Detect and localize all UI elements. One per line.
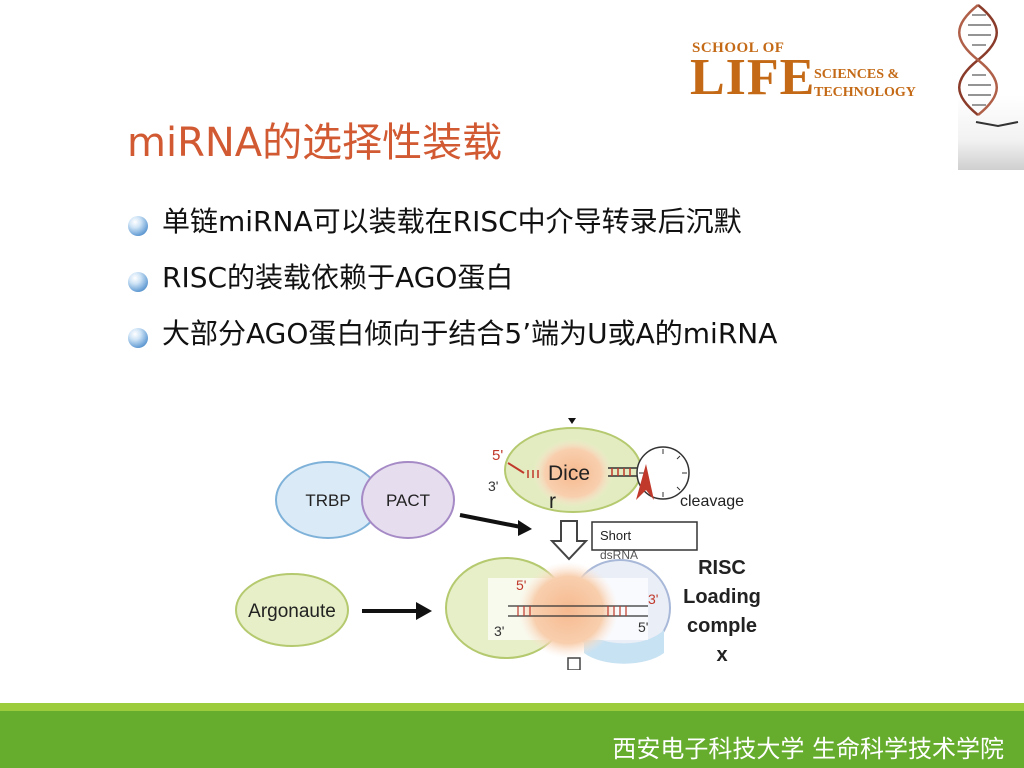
slide-title: miRNA的选择性装载 <box>127 120 503 166</box>
bullet-item-2: RISC的装载依赖于AGO蛋白 <box>128 258 908 298</box>
bullet-icon <box>128 328 148 348</box>
dicer-core <box>533 439 613 507</box>
risc-label-4: x <box>716 644 727 666</box>
scissors-icon <box>636 464 654 500</box>
risc-3prime-left: 3' <box>494 623 504 639</box>
arrow-tip-icon <box>568 418 576 424</box>
argonaute-protein <box>235 573 349 647</box>
rna-ladder-left <box>527 470 539 478</box>
dna-helix-icon <box>958 4 1024 170</box>
argonaute-label: Argonaute <box>248 601 336 622</box>
school-logo: SCHOOL OF LIFE SCIENCES & TECHNOLOGY <box>690 40 950 110</box>
trbp-label: TRBP <box>305 491 350 510</box>
short-label: Short <box>600 528 631 543</box>
bullet-text-1: 单链miRNA可以装载在RISC中介导转录后沉默 <box>162 205 742 238</box>
risc-blue-lobe <box>584 630 664 664</box>
dicer-3prime: 3' <box>488 478 498 494</box>
rna-ladder-right <box>608 467 638 477</box>
risc-label-1: RISC <box>698 557 746 579</box>
logo-technology-line: TECHNOLOGY <box>814 85 916 100</box>
bullet-item-1: 单链miRNA可以装载在RISC中介导转录后沉默 <box>128 202 908 242</box>
footer-accent <box>0 703 1024 711</box>
risc-5prime-left: 5' <box>516 577 526 593</box>
risc-label-2: Loading <box>683 586 761 608</box>
risc-5prime-right: 5' <box>638 619 648 635</box>
logo-school-text: SCHOOL OF <box>692 40 785 56</box>
clock-ticks <box>639 449 687 497</box>
rna-strand <box>507 462 525 474</box>
logo-sciences-text: SCIENCES & TECHNOLOGY <box>814 66 916 102</box>
bullet-item-3: 大部分AGO蛋白倾向于结合5’端为U或A的miRNA <box>128 314 848 354</box>
arrow-to-dicer <box>459 513 527 530</box>
pact-label: PACT <box>386 491 430 510</box>
cleavage-label: cleavage <box>680 493 744 510</box>
dicer-label-2: r <box>549 490 556 513</box>
small-square-icon <box>567 657 581 670</box>
pact-protein <box>361 461 455 539</box>
arrow-head <box>518 520 532 536</box>
risc-3prime-right: 3' <box>648 591 658 607</box>
risc-rna-duplex <box>508 605 648 617</box>
down-arrow-icon <box>549 520 589 561</box>
arrow-head <box>416 602 432 620</box>
logo-sciences-line: SCIENCES & <box>814 67 900 82</box>
bullet-list: 单链miRNA可以装载在RISC中介导转录后沉默 RISC的装载依赖于AGO蛋白… <box>128 202 908 370</box>
dicer-label-1: Dice <box>548 462 590 485</box>
dicer-5prime: 5' <box>492 447 503 464</box>
bullet-icon <box>128 216 148 236</box>
risc-core <box>518 562 618 658</box>
dsrna-label: dsRNA <box>600 548 638 562</box>
bullet-icon <box>128 272 148 292</box>
short-dsrna-box <box>591 521 698 551</box>
bullet-text-2: RISC的装载依赖于AGO蛋白 <box>162 261 514 294</box>
risc-label-3: comple <box>687 615 757 637</box>
logo-life-text: LIFE <box>690 49 816 106</box>
risc-loading-diagram: TRBP PACT 5' 3' Dice r cleavage Short ds… <box>235 418 761 670</box>
footer-bar: 西安电子科技大学 生命科学技术学院 <box>0 703 1024 768</box>
bullet-text-3: 大部分AGO蛋白倾向于结合5’端为U或A的miRNA <box>162 317 778 350</box>
footer-text: 西安电子科技大学 生命科学技术学院 <box>612 735 1004 763</box>
